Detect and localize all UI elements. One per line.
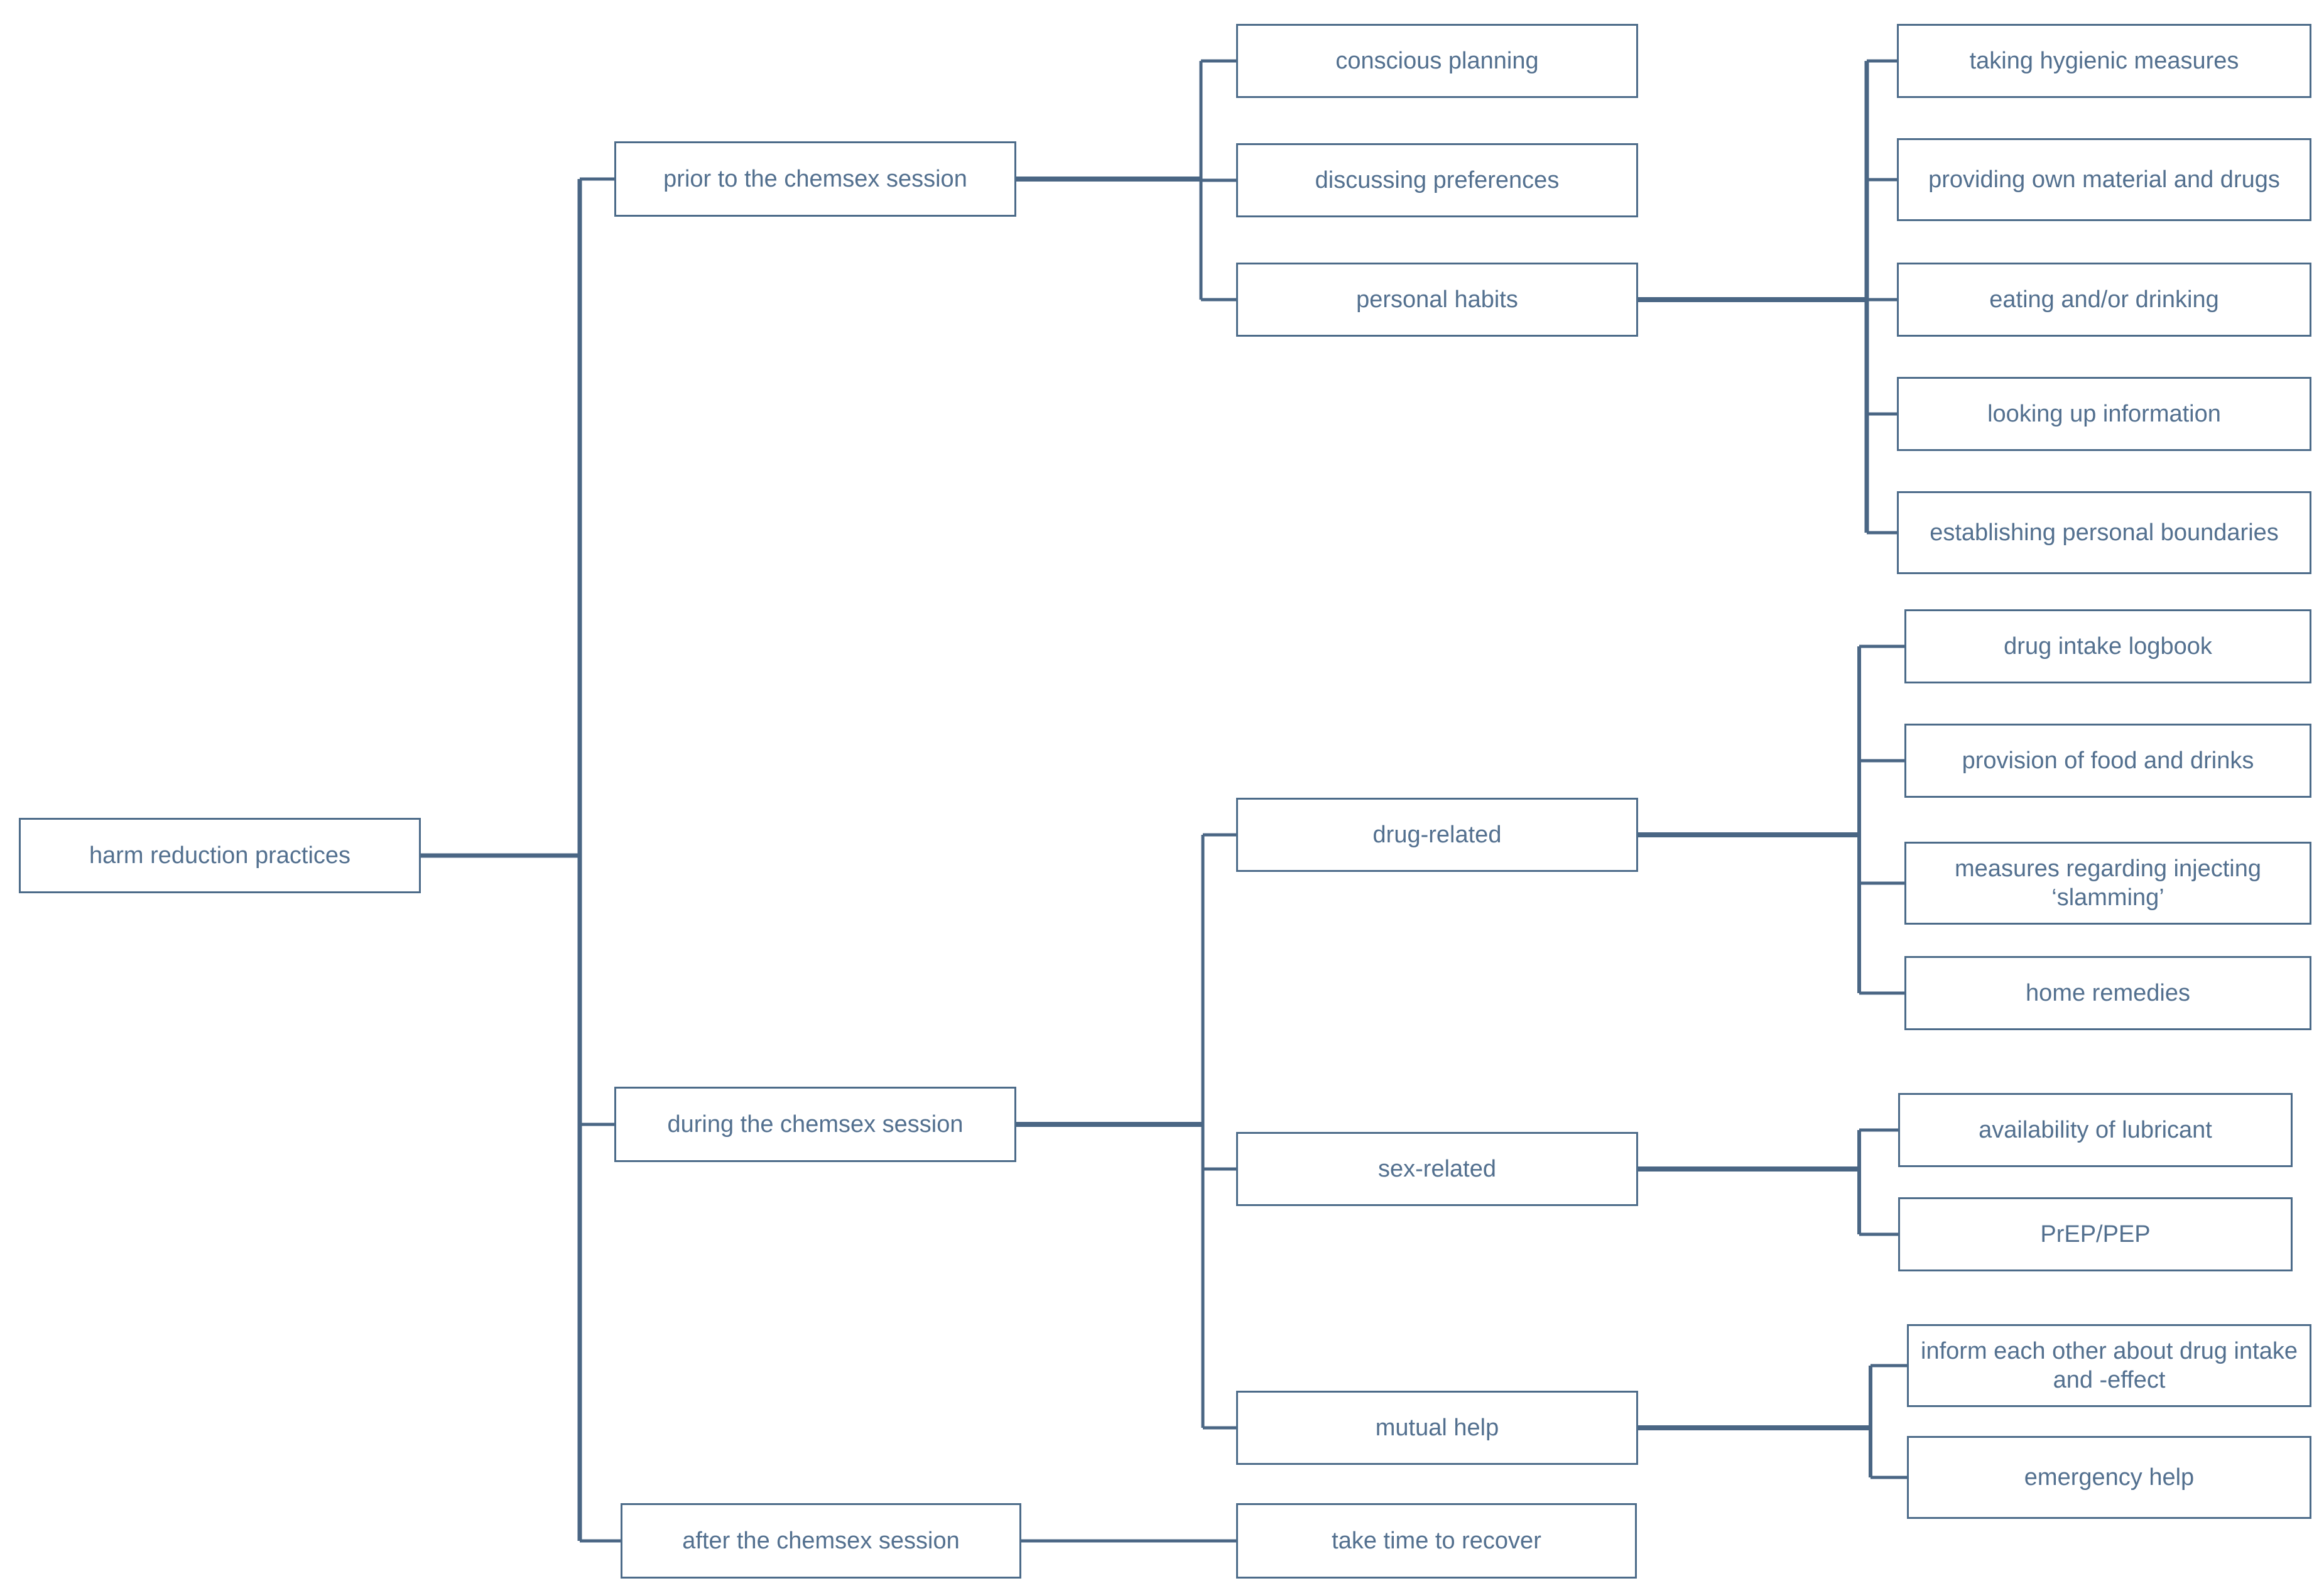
node-eating-and-or-drinking-label: eating and/or drinking — [1989, 286, 2219, 313]
node-prior-label: prior to the chemsex session — [663, 165, 967, 192]
node-provision-of-food-and-drinks[interactable]: provision of food and drinks — [1904, 724, 2311, 798]
node-prep-pep-label: PrEP/PEP — [2040, 1221, 2151, 1248]
node-availability-of-lubricant[interactable]: availability of lubricant — [1898, 1093, 2293, 1167]
node-taking-hygienic-measures[interactable]: taking hygienic measures — [1897, 24, 2311, 98]
node-root[interactable]: harm reduction practices — [19, 818, 421, 893]
node-emergency-help-label: emergency help — [2024, 1464, 2195, 1491]
node-personal-habits-label: personal habits — [1356, 286, 1518, 313]
node-personal-habits[interactable]: personal habits — [1236, 263, 1638, 337]
node-prior-to-the-chemsex-session[interactable]: prior to the chemsex session — [614, 141, 1016, 217]
node-take-time-to-recover[interactable]: take time to recover — [1236, 1503, 1637, 1579]
node-providing-own-material-and-drugs[interactable]: providing own material and drugs — [1897, 138, 2311, 221]
node-conscious-planning[interactable]: conscious planning — [1236, 24, 1638, 98]
node-looking-up-information-label: looking up information — [1987, 400, 2221, 427]
node-provision-of-food-and-drinks-label: provision of food and drinks — [1962, 747, 2254, 774]
node-prep-pep[interactable]: PrEP/PEP — [1898, 1197, 2293, 1271]
node-taking-hygienic-measures-label: taking hygienic measures — [1969, 47, 2239, 74]
node-take-time-to-recover-label: take time to recover — [1332, 1527, 1541, 1554]
node-eating-and-or-drinking[interactable]: eating and/or drinking — [1897, 263, 2311, 337]
node-discussing-preferences-label: discussing preferences — [1315, 166, 1560, 193]
node-measures-regarding-injecting-slamming-label: measures regarding injecting ‘slamming’ — [1955, 855, 2261, 911]
node-drug-intake-logbook-label: drug intake logbook — [2004, 633, 2212, 660]
node-emergency-help[interactable]: emergency help — [1907, 1436, 2311, 1519]
node-drug-intake-logbook[interactable]: drug intake logbook — [1904, 609, 2311, 683]
node-drug-related-label: drug-related — [1372, 821, 1502, 848]
node-after-label: after the chemsex session — [682, 1527, 960, 1554]
node-after-the-chemsex-session[interactable]: after the chemsex session — [621, 1503, 1021, 1579]
node-during-the-chemsex-session[interactable]: during the chemsex session — [614, 1087, 1016, 1162]
node-discussing-preferences[interactable]: discussing preferences — [1236, 143, 1638, 217]
node-during-label: during the chemsex session — [667, 1111, 964, 1138]
node-providing-own-material-and-drugs-label: providing own material and drugs — [1928, 166, 2280, 193]
node-mutual-help-label: mutual help — [1375, 1414, 1499, 1441]
node-inform-each-other-label: inform each other about drug intake and … — [1921, 1337, 2298, 1393]
node-sex-related-label: sex-related — [1378, 1155, 1496, 1182]
node-root-label: harm reduction practices — [89, 842, 351, 869]
node-availability-of-lubricant-label: availability of lubricant — [1979, 1116, 2212, 1143]
node-sex-related[interactable]: sex-related — [1236, 1132, 1638, 1206]
node-conscious-planning-label: conscious planning — [1335, 47, 1539, 74]
node-establishing-personal-boundaries[interactable]: establishing personal boundaries — [1897, 491, 2311, 574]
node-inform-each-other-about-drug-intake-and-effect[interactable]: inform each other about drug intake and … — [1907, 1324, 2311, 1407]
node-measures-regarding-injecting-slamming[interactable]: measures regarding injecting ‘slamming’ — [1904, 842, 2311, 925]
node-drug-related[interactable]: drug-related — [1236, 798, 1638, 872]
node-establishing-personal-boundaries-label: establishing personal boundaries — [1930, 519, 2279, 546]
node-mutual-help[interactable]: mutual help — [1236, 1391, 1638, 1465]
node-home-remedies-label: home remedies — [2026, 979, 2190, 1006]
node-home-remedies[interactable]: home remedies — [1904, 956, 2311, 1030]
node-looking-up-information[interactable]: looking up information — [1897, 377, 2311, 451]
